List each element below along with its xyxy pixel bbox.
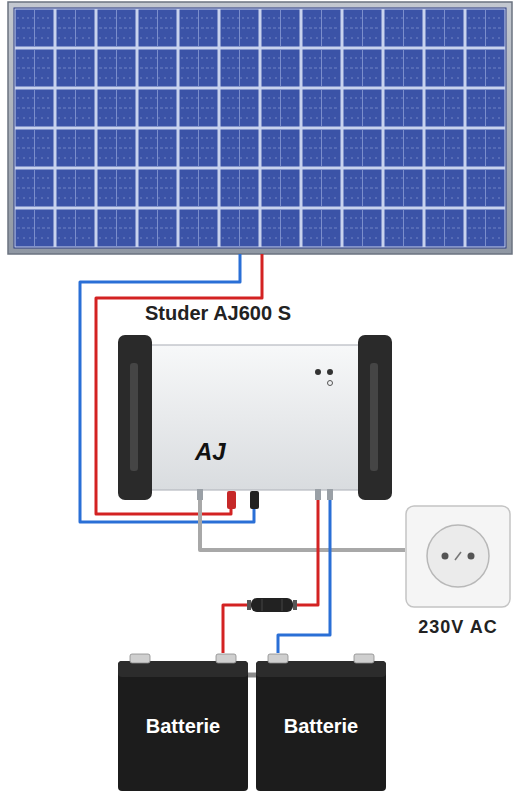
socket-hole	[468, 553, 475, 560]
solar-panel-frame	[8, 2, 512, 254]
battery-body	[256, 661, 386, 791]
battery-body	[118, 661, 248, 791]
device-title: Studer AJ600 S	[145, 302, 291, 325]
power-icon	[328, 381, 333, 386]
battery-lid	[118, 661, 248, 677]
socket-hole	[442, 553, 449, 560]
battery-plus-wire	[223, 500, 318, 653]
inverter-cap-groove	[130, 363, 138, 471]
cable-gland	[197, 489, 203, 500]
battery-label: Batterie	[284, 715, 358, 738]
inverter-box: Studer AJ600 S AJ	[118, 300, 392, 500]
fuse-cap	[293, 600, 297, 610]
power-socket-outline	[405, 505, 511, 608]
battery-terminal	[216, 654, 236, 663]
inverter-end-cap	[118, 335, 152, 500]
minus-terminal	[250, 491, 259, 509]
battery-terminal	[130, 654, 150, 663]
cable-gland	[315, 489, 321, 500]
battery-link	[248, 673, 256, 678]
battery-label: Batterie	[146, 715, 220, 738]
battery-lid	[256, 661, 386, 677]
solar-panel-cells	[14, 8, 506, 248]
status-led	[315, 369, 321, 375]
status-led	[327, 369, 333, 375]
battery-box: Batterie	[256, 653, 386, 791]
inverter-box-outline	[118, 335, 392, 500]
fuse-ridge	[262, 599, 263, 611]
fuse-ridge	[282, 599, 283, 611]
fuse-body	[251, 598, 293, 612]
inverter-end-cap	[358, 335, 392, 500]
battery-terminal	[268, 654, 288, 663]
inverter-body	[140, 345, 370, 490]
inverter-cap-groove	[370, 363, 378, 471]
fuse-cap	[247, 600, 251, 610]
socket-earth	[455, 552, 461, 560]
device-logo: AJ	[195, 438, 226, 466]
plus-terminal	[227, 491, 236, 509]
battery-terminal	[354, 654, 374, 663]
battery-minus-wire	[278, 500, 330, 653]
battery-box: Batterie	[118, 653, 248, 791]
cable-gland	[327, 489, 333, 500]
socket-face	[427, 525, 489, 587]
power-socket: 230V AC	[405, 505, 511, 645]
socket-plate	[406, 506, 510, 607]
socket-label: 230V AC	[405, 617, 511, 638]
